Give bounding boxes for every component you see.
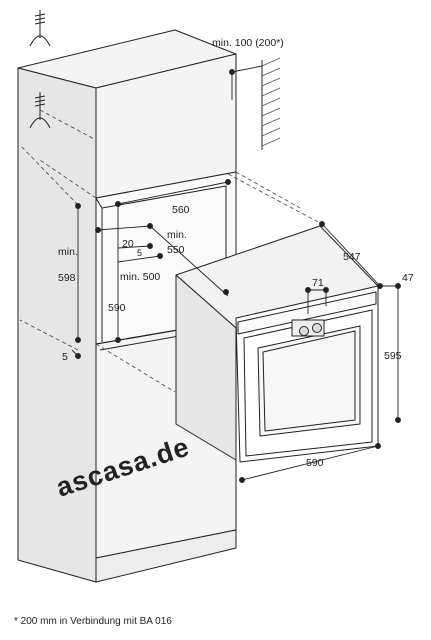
knob-icon — [299, 326, 309, 336]
footnote: * 200 mm in Verbindung mit BA 016 — [14, 616, 172, 627]
dim-bottom-5: 5 — [62, 351, 68, 363]
dim-cutout-depth-value: 550 — [167, 244, 185, 256]
dim-cutout-width: 560 — [172, 204, 190, 216]
dim-panel-47: 47 — [402, 272, 414, 284]
wall-hatch-icon — [261, 57, 281, 150]
cabinet-plinth — [95, 529, 237, 583]
dim-top-clearance: min. 100 (200*) — [212, 37, 284, 49]
dim-cutout-height-value: 598 — [58, 272, 76, 284]
niche-inner-top — [95, 197, 103, 342]
oven-window-inner — [262, 330, 356, 432]
ground-symbol-icon — [29, 92, 51, 129]
power-outlet-icon — [29, 10, 51, 47]
oven-side-face — [175, 274, 237, 461]
dim-panel-71: 71 — [312, 277, 324, 289]
dim-vent-20: 20 — [122, 238, 134, 250]
dim-appliance-depth: 547 — [343, 251, 361, 263]
dim-cutout-depth-min: min. — [167, 229, 187, 241]
dim-cutout-590: 590 — [108, 302, 126, 314]
dim-vent-5: 5 — [137, 248, 142, 258]
dimension-lines — [71, 65, 401, 483]
oven-control-panel — [237, 291, 377, 335]
oven-appliance — [175, 225, 379, 463]
dim-cutout-height-min: min. — [58, 246, 78, 258]
cabinet-left-side — [17, 67, 97, 583]
oven-window — [257, 325, 361, 437]
dim-appliance-width: 590 — [306, 457, 324, 469]
dim-appliance-height: 595 — [384, 350, 402, 362]
dim-min-500: min. 500 — [120, 271, 160, 283]
knob-icon — [312, 323, 322, 333]
